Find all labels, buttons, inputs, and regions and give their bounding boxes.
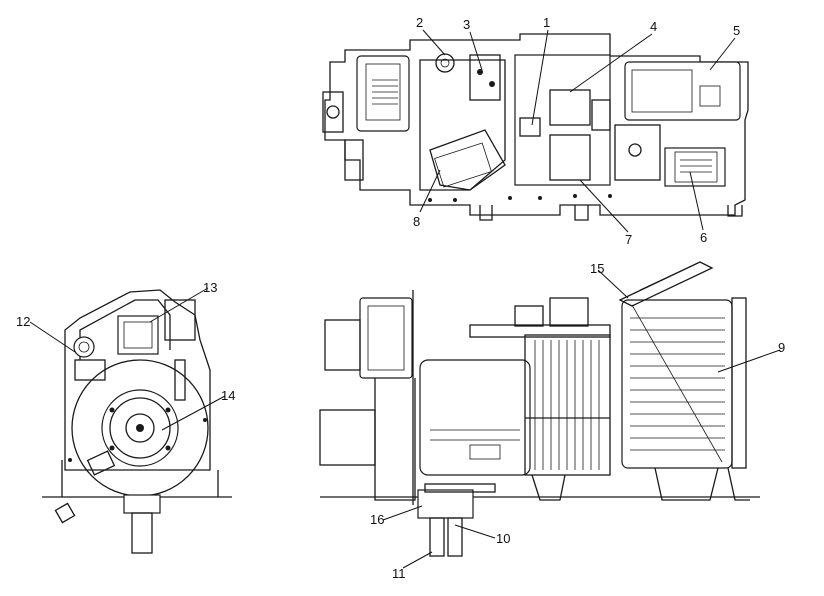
callout-11: 11	[392, 566, 406, 581]
callout-8: 8	[413, 214, 420, 229]
callout-15: 15	[590, 261, 604, 276]
callout-labels: 1 2 3 4 5 6 7 8 9 10 11 12 13 14 15 16	[16, 15, 785, 581]
side-view-drawing	[42, 289, 232, 554]
callout-6: 6	[700, 230, 707, 245]
callout-1: 1	[543, 15, 550, 30]
callout-2: 2	[416, 15, 423, 30]
callout-5: 5	[733, 23, 740, 38]
radiator-fins	[630, 304, 725, 463]
cylinder-fins	[534, 340, 600, 470]
callout-12: 12	[16, 314, 30, 329]
callout-4: 4	[650, 19, 657, 34]
callout-10: 10	[496, 531, 510, 546]
callout-3: 3	[463, 17, 470, 32]
leader-lines	[29, 29, 781, 569]
top-view-drawing	[322, 33, 749, 221]
callout-9: 9	[778, 340, 785, 355]
front-view-drawing	[319, 261, 760, 557]
callout-13: 13	[203, 280, 217, 295]
callout-7: 7	[625, 232, 632, 247]
callout-14: 14	[221, 388, 235, 403]
callout-16: 16	[370, 512, 384, 527]
